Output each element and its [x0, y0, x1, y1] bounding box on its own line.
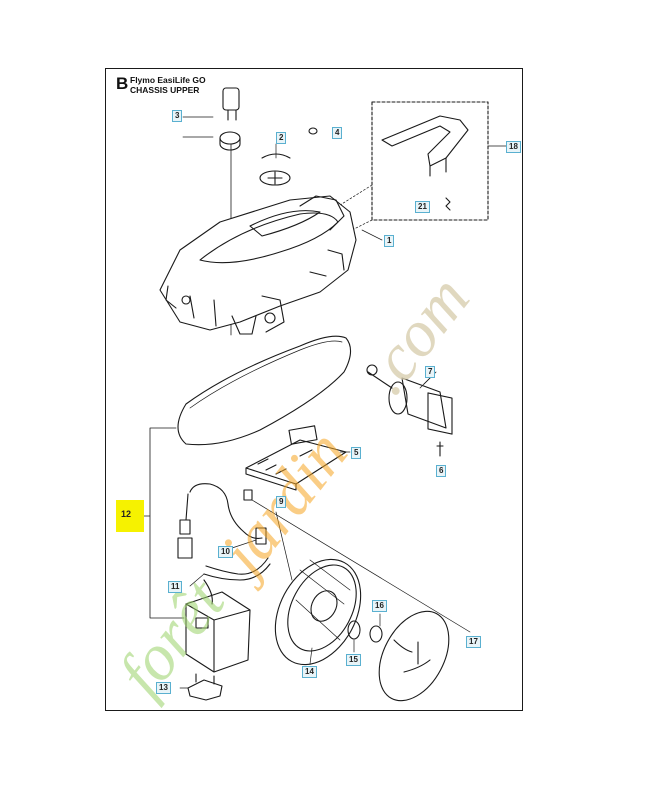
part-4-o-ring [308, 127, 318, 135]
callout-3[interactable]: 3 [172, 110, 183, 122]
part-16-nut [369, 625, 383, 643]
callout-13[interactable]: 13 [156, 682, 171, 694]
part-group-name: CHASSIS UPPER [130, 85, 200, 95]
callout-10[interactable]: 10 [218, 546, 233, 558]
callout-5[interactable]: 5 [351, 447, 362, 459]
callout-16[interactable]: 16 [372, 600, 387, 612]
part-10-cable [177, 483, 267, 559]
callout-17[interactable]: 17 [466, 636, 481, 648]
part-13-bracket [187, 673, 223, 701]
part-1-chassis-upper [159, 195, 357, 335]
callout-9[interactable]: 9 [276, 496, 287, 508]
callout-2[interactable]: 2 [276, 132, 287, 144]
part-seal-gasket [177, 335, 352, 446]
callout-21[interactable]: 21 [415, 201, 430, 213]
part-18-handle [371, 101, 507, 221]
section-letter: B [116, 74, 129, 93]
callout-1[interactable]: 1 [384, 235, 395, 247]
callout-6[interactable]: 6 [436, 465, 447, 477]
model-name: Flymo EasiLife GO [130, 75, 206, 85]
callout-4[interactable]: 4 [332, 127, 343, 139]
part-6-screw [436, 441, 444, 457]
section-title: Flymo EasiLife GO CHASSIS UPPER [130, 75, 206, 95]
callout-14[interactable]: 14 [302, 666, 317, 678]
part-14-wheel [274, 558, 362, 666]
part-21-clip [445, 197, 451, 211]
diagram-frame [105, 68, 523, 711]
part-9-block [243, 489, 253, 501]
callout-12[interactable]: 12 [116, 500, 144, 532]
callout-7[interactable]: 7 [425, 366, 436, 378]
part-11-harness [203, 557, 271, 605]
callout-15[interactable]: 15 [346, 654, 361, 666]
part-12-battery [185, 591, 251, 673]
part-17-hubcap [378, 610, 450, 702]
callout-11[interactable]: 11 [168, 581, 183, 593]
part-15-washer [347, 620, 361, 640]
callout-18[interactable]: 18 [506, 141, 521, 153]
